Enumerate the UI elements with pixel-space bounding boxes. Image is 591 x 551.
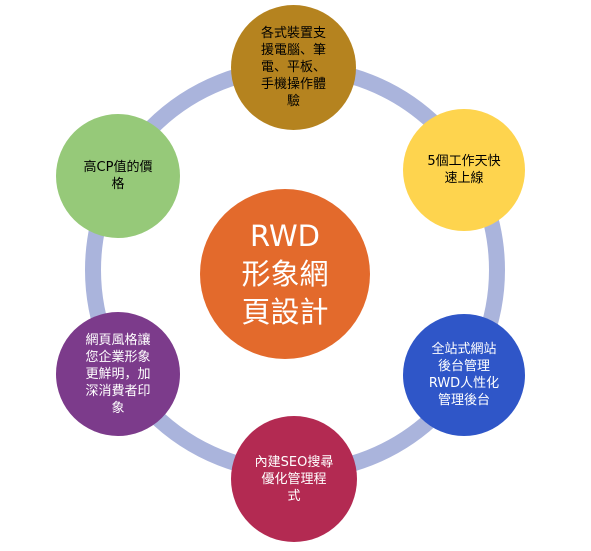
node-backend-management: 全站式網站 後台管理 RWD人性化 管理後台 [403,314,525,436]
node-brand-style: 網頁風格讓 您企業形象 更鮮明，加 深消費者印 象 [56,312,180,436]
node-seo-optimization-label: 內建SEO搜尋 優化管理程 式 [254,454,334,504]
node-fast-launch: 5個工作天快 速上線 [403,109,525,231]
node-device-support-label: 各式裝置支 援電腦、筆 電、平板、 手機操作體 驗 [260,26,326,109]
node-device-support: 各式裝置支 援電腦、筆 電、平板、 手機操作體 驗 [231,5,356,130]
node-cost-performance-label: 高CP值的價 格 [83,160,153,192]
node-brand-style-label: 網頁風格讓 您企業形象 更鮮明，加 深消費者印 象 [85,332,151,416]
node-seo-optimization: 內建SEO搜尋 優化管理程 式 [231,416,357,542]
node-fast-launch-label: 5個工作天快 速上線 [427,154,501,186]
center-node-label: RWD 形象網 頁設計 [241,219,329,329]
center-node-rwd: RWD 形象網 頁設計 [200,189,370,359]
node-backend-management-label: 全站式網站 後台管理 RWD人性化 管理後台 [428,342,500,408]
node-cost-performance: 高CP值的價 格 [56,114,180,238]
